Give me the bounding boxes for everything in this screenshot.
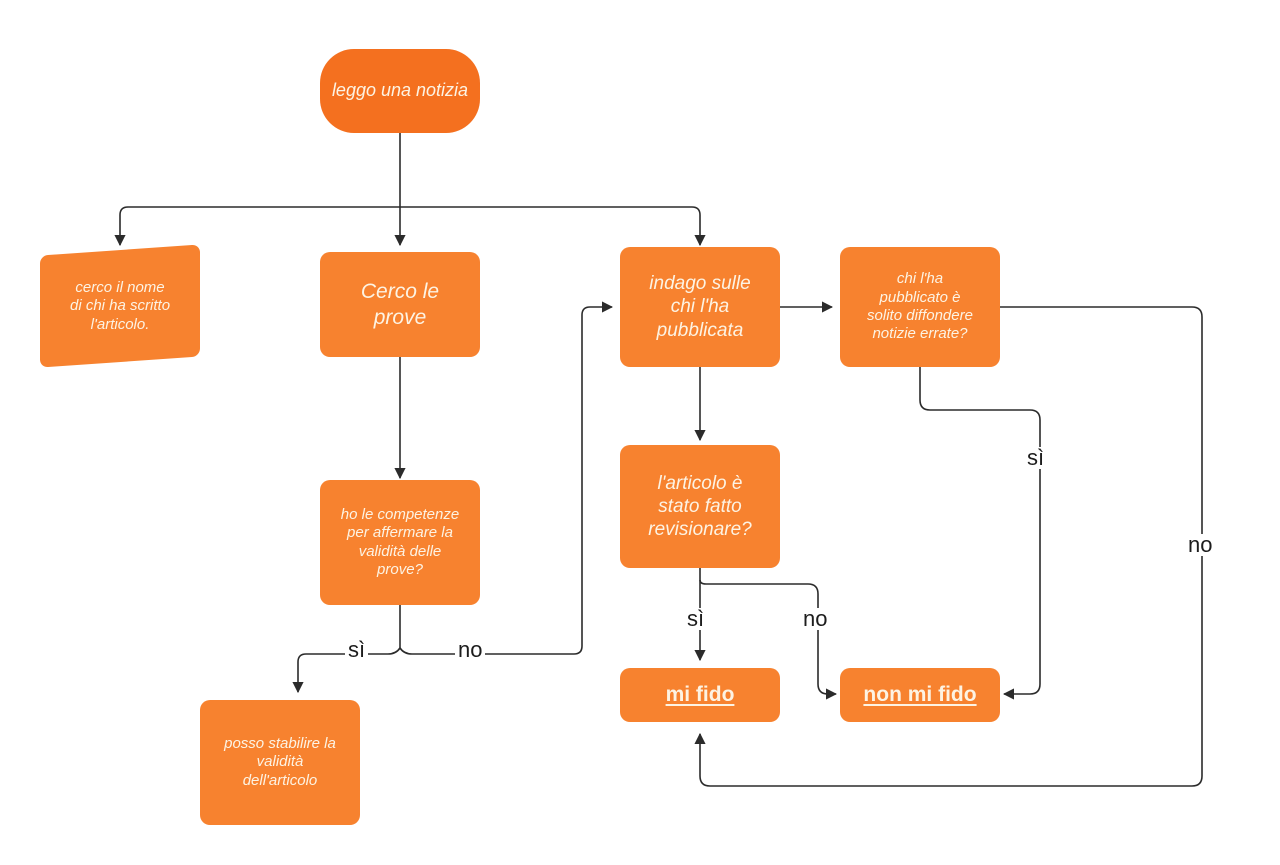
- node-non-mi-fido-label: non mi fido: [863, 683, 977, 707]
- edge-revisione-no: [699, 579, 838, 700]
- node-indago-editore[interactable]: indago sulle chi l'ha pubblicata: [620, 247, 780, 367]
- node-cerco-autore-label: cerco il nome di chi ha scritto l'artico…: [69, 278, 171, 333]
- node-competenze[interactable]: ho le competenze per affermare la validi…: [320, 480, 480, 605]
- node-non-mi-fido[interactable]: non mi fido: [840, 668, 1000, 722]
- node-indago-editore-label: indago sulle chi l'ha pubblicata: [649, 273, 751, 341]
- node-revisione-label: l'articolo è stato fatto revisionare?: [648, 472, 752, 541]
- edge-label-competenze-no: no: [455, 639, 486, 661]
- edge-competenze-no: [399, 301, 614, 655]
- edge-editore-no: [694, 306, 1203, 787]
- edge-label-editore-si: sì: [1024, 447, 1048, 469]
- node-cerco-prove-label: Cerco le prove: [360, 279, 440, 329]
- edge-label-revisione-no: no: [800, 608, 831, 630]
- node-editore-affidabile[interactable]: chi l'ha pubblicato è solito diffondere …: [840, 247, 1000, 367]
- node-start[interactable]: leggo una notizia: [320, 49, 480, 133]
- node-validita-articolo-label: posso stabilire la validità dell'articol…: [224, 735, 336, 789]
- edge-competenze-si: [292, 647, 401, 694]
- node-start-label: leggo una notizia: [331, 80, 469, 101]
- node-cerco-autore[interactable]: cerco il nome di chi ha scritto l'artico…: [40, 244, 200, 368]
- node-cerco-prove[interactable]: Cerco le prove: [320, 252, 480, 357]
- node-editore-affidabile-label: chi l'ha pubblicato è solito diffondere …: [867, 270, 973, 343]
- edge-label-competenze-si: sì: [345, 639, 369, 661]
- edge-editore-si: [919, 367, 1041, 700]
- node-revisione[interactable]: l'articolo è stato fatto revisionare?: [620, 445, 780, 568]
- node-mi-fido[interactable]: mi fido: [620, 668, 780, 722]
- edge-label-revisione-si: sì: [684, 608, 708, 630]
- node-validita-articolo[interactable]: posso stabilire la validità dell'articol…: [200, 700, 360, 825]
- node-competenze-label: ho le competenze per affermare la validi…: [340, 505, 460, 578]
- edge-bus-autore: [114, 206, 401, 247]
- edge-bus-indago: [399, 206, 706, 247]
- edge-label-editore-no: no: [1185, 534, 1216, 556]
- node-mi-fido-label: mi fido: [665, 683, 735, 707]
